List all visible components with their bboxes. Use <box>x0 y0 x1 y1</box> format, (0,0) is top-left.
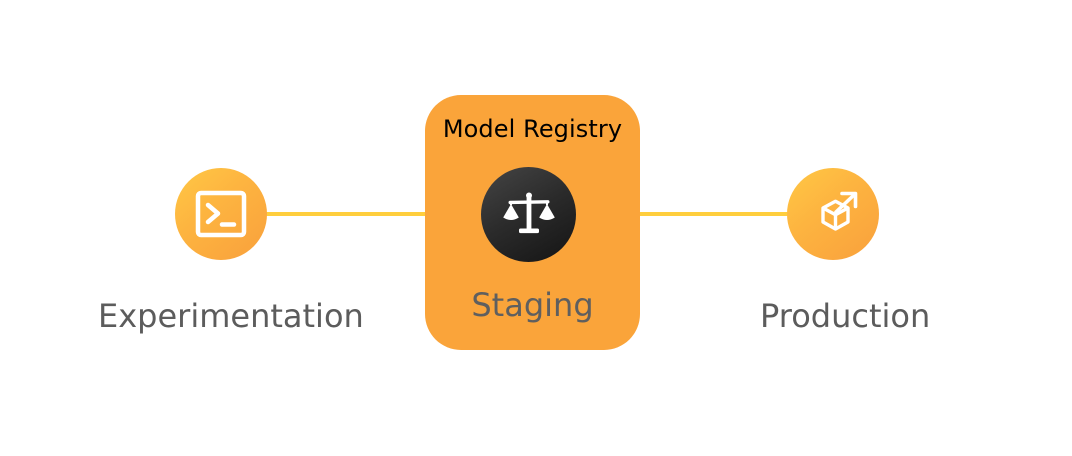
terminal-icon <box>193 186 249 242</box>
stage-node-staging[interactable] <box>481 167 576 262</box>
staging-circle <box>481 167 576 262</box>
stage-label-staging: Staging <box>471 286 594 324</box>
connector-staging-to-production <box>628 212 806 216</box>
stage-label-experimentation: Experimentation <box>98 297 364 335</box>
balance-scale-icon <box>500 186 558 244</box>
connector-experimentation-to-staging <box>262 212 440 216</box>
cube-arrow-icon <box>805 186 861 242</box>
production-circle <box>787 168 879 260</box>
stage-label-production: Production <box>760 297 931 335</box>
stage-node-production[interactable] <box>787 168 879 260</box>
experimentation-circle <box>175 168 267 260</box>
stage-node-experimentation[interactable] <box>175 168 267 260</box>
model-registry-title: Model Registry <box>442 115 623 143</box>
